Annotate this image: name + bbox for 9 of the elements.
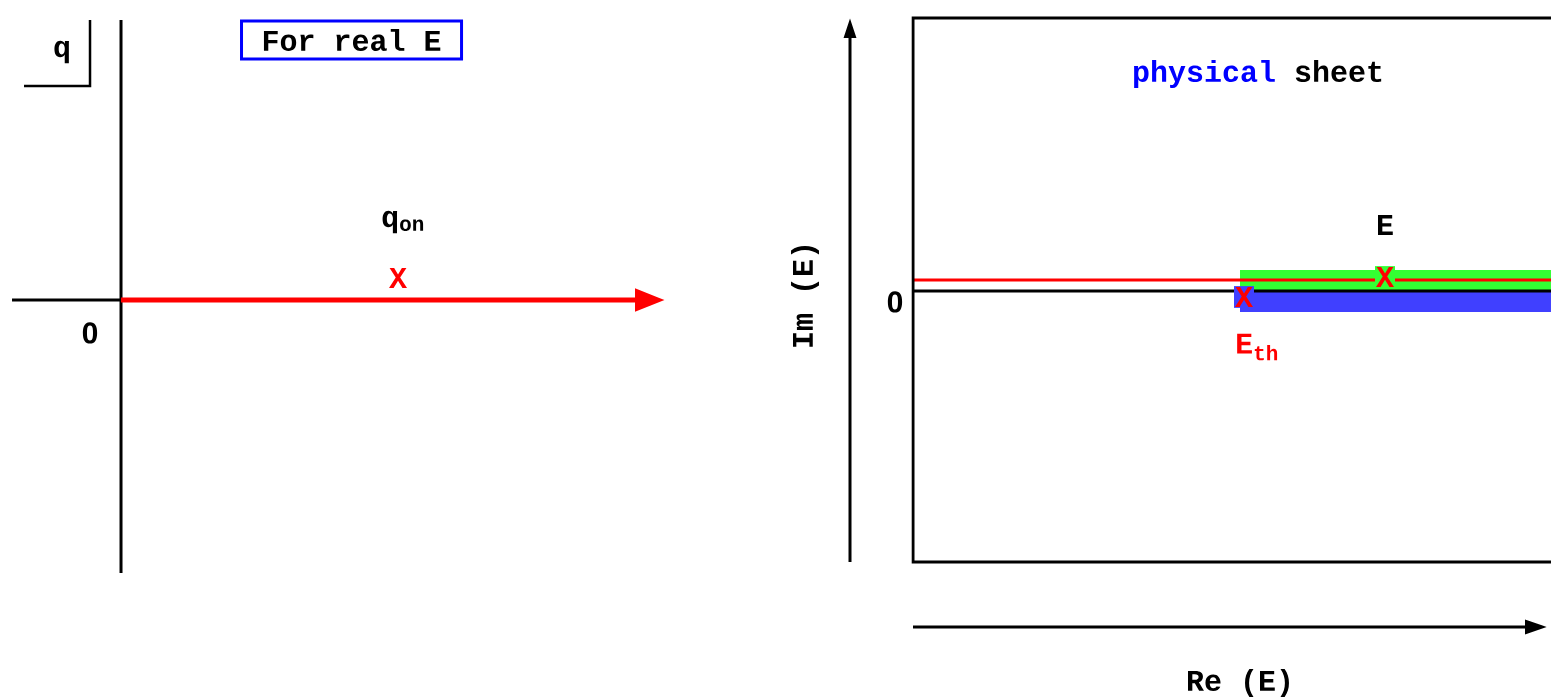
axis-label: q <box>54 40 69 64</box>
point-label: E$_{th}$ <box>1237 333 1278 361</box>
point-label: q$_{on}$ <box>382 210 424 234</box>
text-box: For real E <box>240 19 464 61</box>
point-label: E <box>1378 215 1393 235</box>
axis-label: Re (E) <box>1188 669 1289 697</box>
tick-label: 0 <box>82 322 98 344</box>
point-marker: X <box>389 268 407 288</box>
axis-label: Im (E) <box>791 246 819 347</box>
